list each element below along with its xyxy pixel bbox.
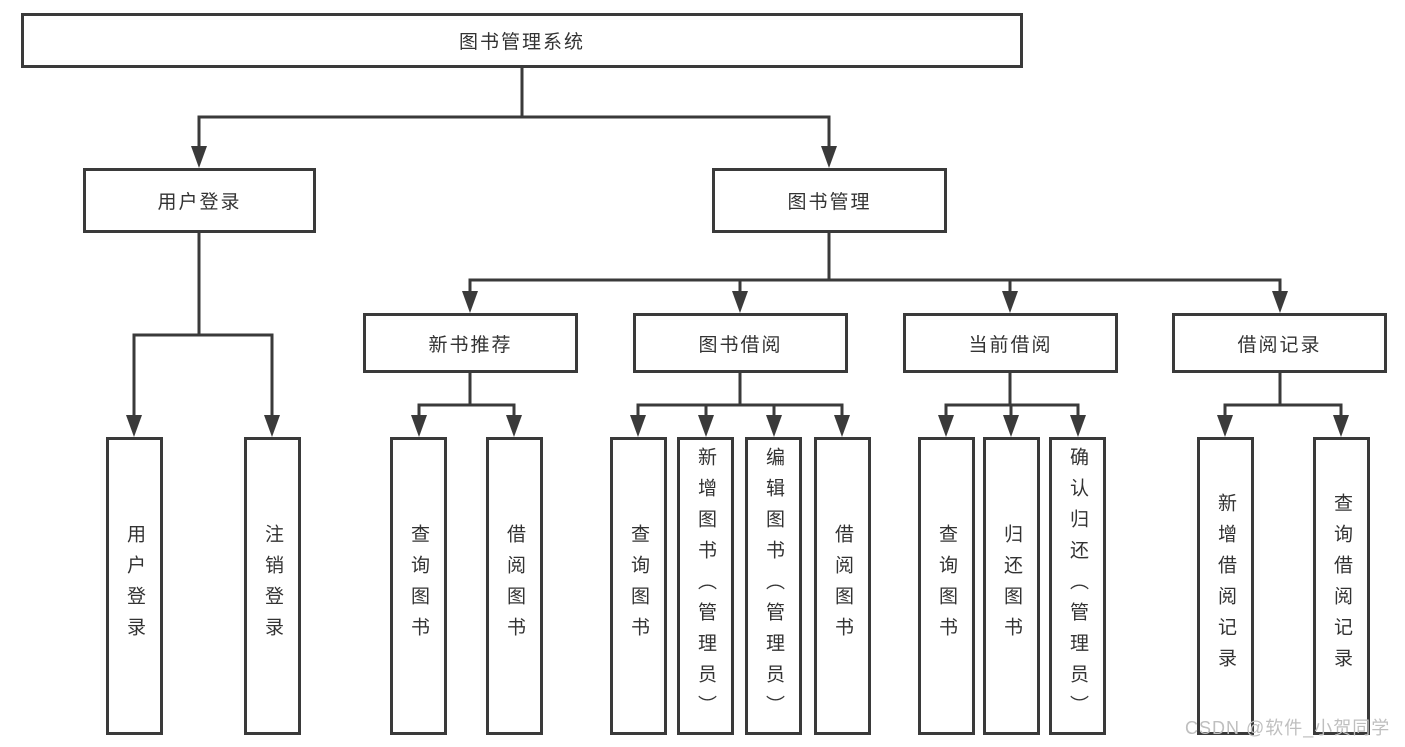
node-current-borrow: 当前借阅	[903, 313, 1118, 373]
edge-currentborrow-to-leaves	[938, 373, 1086, 437]
node-library-system: 图书管理系统	[21, 13, 1023, 68]
leaf-confirm-return-admin: 确认归还（管理员）	[1049, 437, 1106, 735]
leaf-add-borrow-record-label: 新增借阅记录	[1215, 493, 1236, 679]
node-library-system-label: 图书管理系统	[458, 32, 585, 53]
node-user-login-label: 用户登录	[157, 192, 242, 213]
leaf-query-borrow-record: 查询借阅记录	[1313, 437, 1370, 735]
node-user-login: 用户登录	[83, 168, 316, 233]
node-new-book-recommend: 新书推荐	[363, 313, 578, 373]
leaf-query-books-1: 查询图书	[390, 437, 447, 735]
leaf-return-book-label: 归还图书	[1001, 524, 1022, 648]
leaf-edit-book-admin-label: 编辑图书（管理员）	[763, 446, 784, 726]
leaf-query-borrow-record-label: 查询借阅记录	[1331, 493, 1352, 679]
leaf-borrow-books-1-label: 借阅图书	[504, 524, 525, 648]
edge-userlogin-to-leaves	[126, 233, 280, 437]
leaf-edit-book-admin: 编辑图书（管理员）	[745, 437, 802, 735]
leaf-add-book-admin-label: 新增图书（管理员）	[695, 446, 716, 726]
leaf-add-book-admin: 新增图书（管理员）	[677, 437, 734, 735]
leaf-user-login-label: 用户登录	[124, 524, 145, 648]
leaf-borrow-books-2: 借阅图书	[814, 437, 871, 735]
leaf-user-login: 用户登录	[106, 437, 163, 735]
leaf-query-books-1-label: 查询图书	[408, 524, 429, 648]
node-book-borrow-label: 图书借阅	[698, 334, 783, 356]
node-borrow-records: 借阅记录	[1172, 313, 1387, 373]
leaf-borrow-books-2-label: 借阅图书	[832, 524, 853, 648]
leaf-borrow-books-1: 借阅图书	[486, 437, 543, 735]
node-current-borrow-label: 当前借阅	[968, 334, 1053, 356]
edge-bookborrow-to-leaves	[630, 373, 850, 437]
node-book-borrow: 图书借阅	[633, 313, 848, 373]
leaf-logout-label: 注销登录	[262, 524, 283, 648]
leaf-add-borrow-record: 新增借阅记录	[1197, 437, 1254, 735]
node-book-management-label: 图书管理	[787, 192, 872, 213]
edge-recommend-to-leaves	[411, 373, 522, 437]
leaf-query-books-2: 查询图书	[610, 437, 667, 735]
node-book-management: 图书管理	[712, 168, 947, 233]
edge-root-to-level2	[191, 68, 837, 168]
leaf-query-books-3-label: 查询图书	[936, 524, 957, 648]
leaf-query-books-2-label: 查询图书	[628, 524, 649, 648]
watermark: CSDN @软件_小贺同学	[1185, 718, 1391, 738]
node-new-book-recommend-label: 新书推荐	[428, 334, 513, 356]
leaf-query-books-3: 查询图书	[918, 437, 975, 735]
leaf-logout: 注销登录	[244, 437, 301, 735]
leaf-confirm-return-admin-label: 确认归还（管理员）	[1067, 446, 1088, 726]
leaf-return-book: 归还图书	[983, 437, 1040, 735]
edge-bookmgmt-to-level3	[462, 233, 1288, 313]
edge-records-to-leaves	[1217, 373, 1349, 437]
node-borrow-records-label: 借阅记录	[1237, 334, 1322, 356]
